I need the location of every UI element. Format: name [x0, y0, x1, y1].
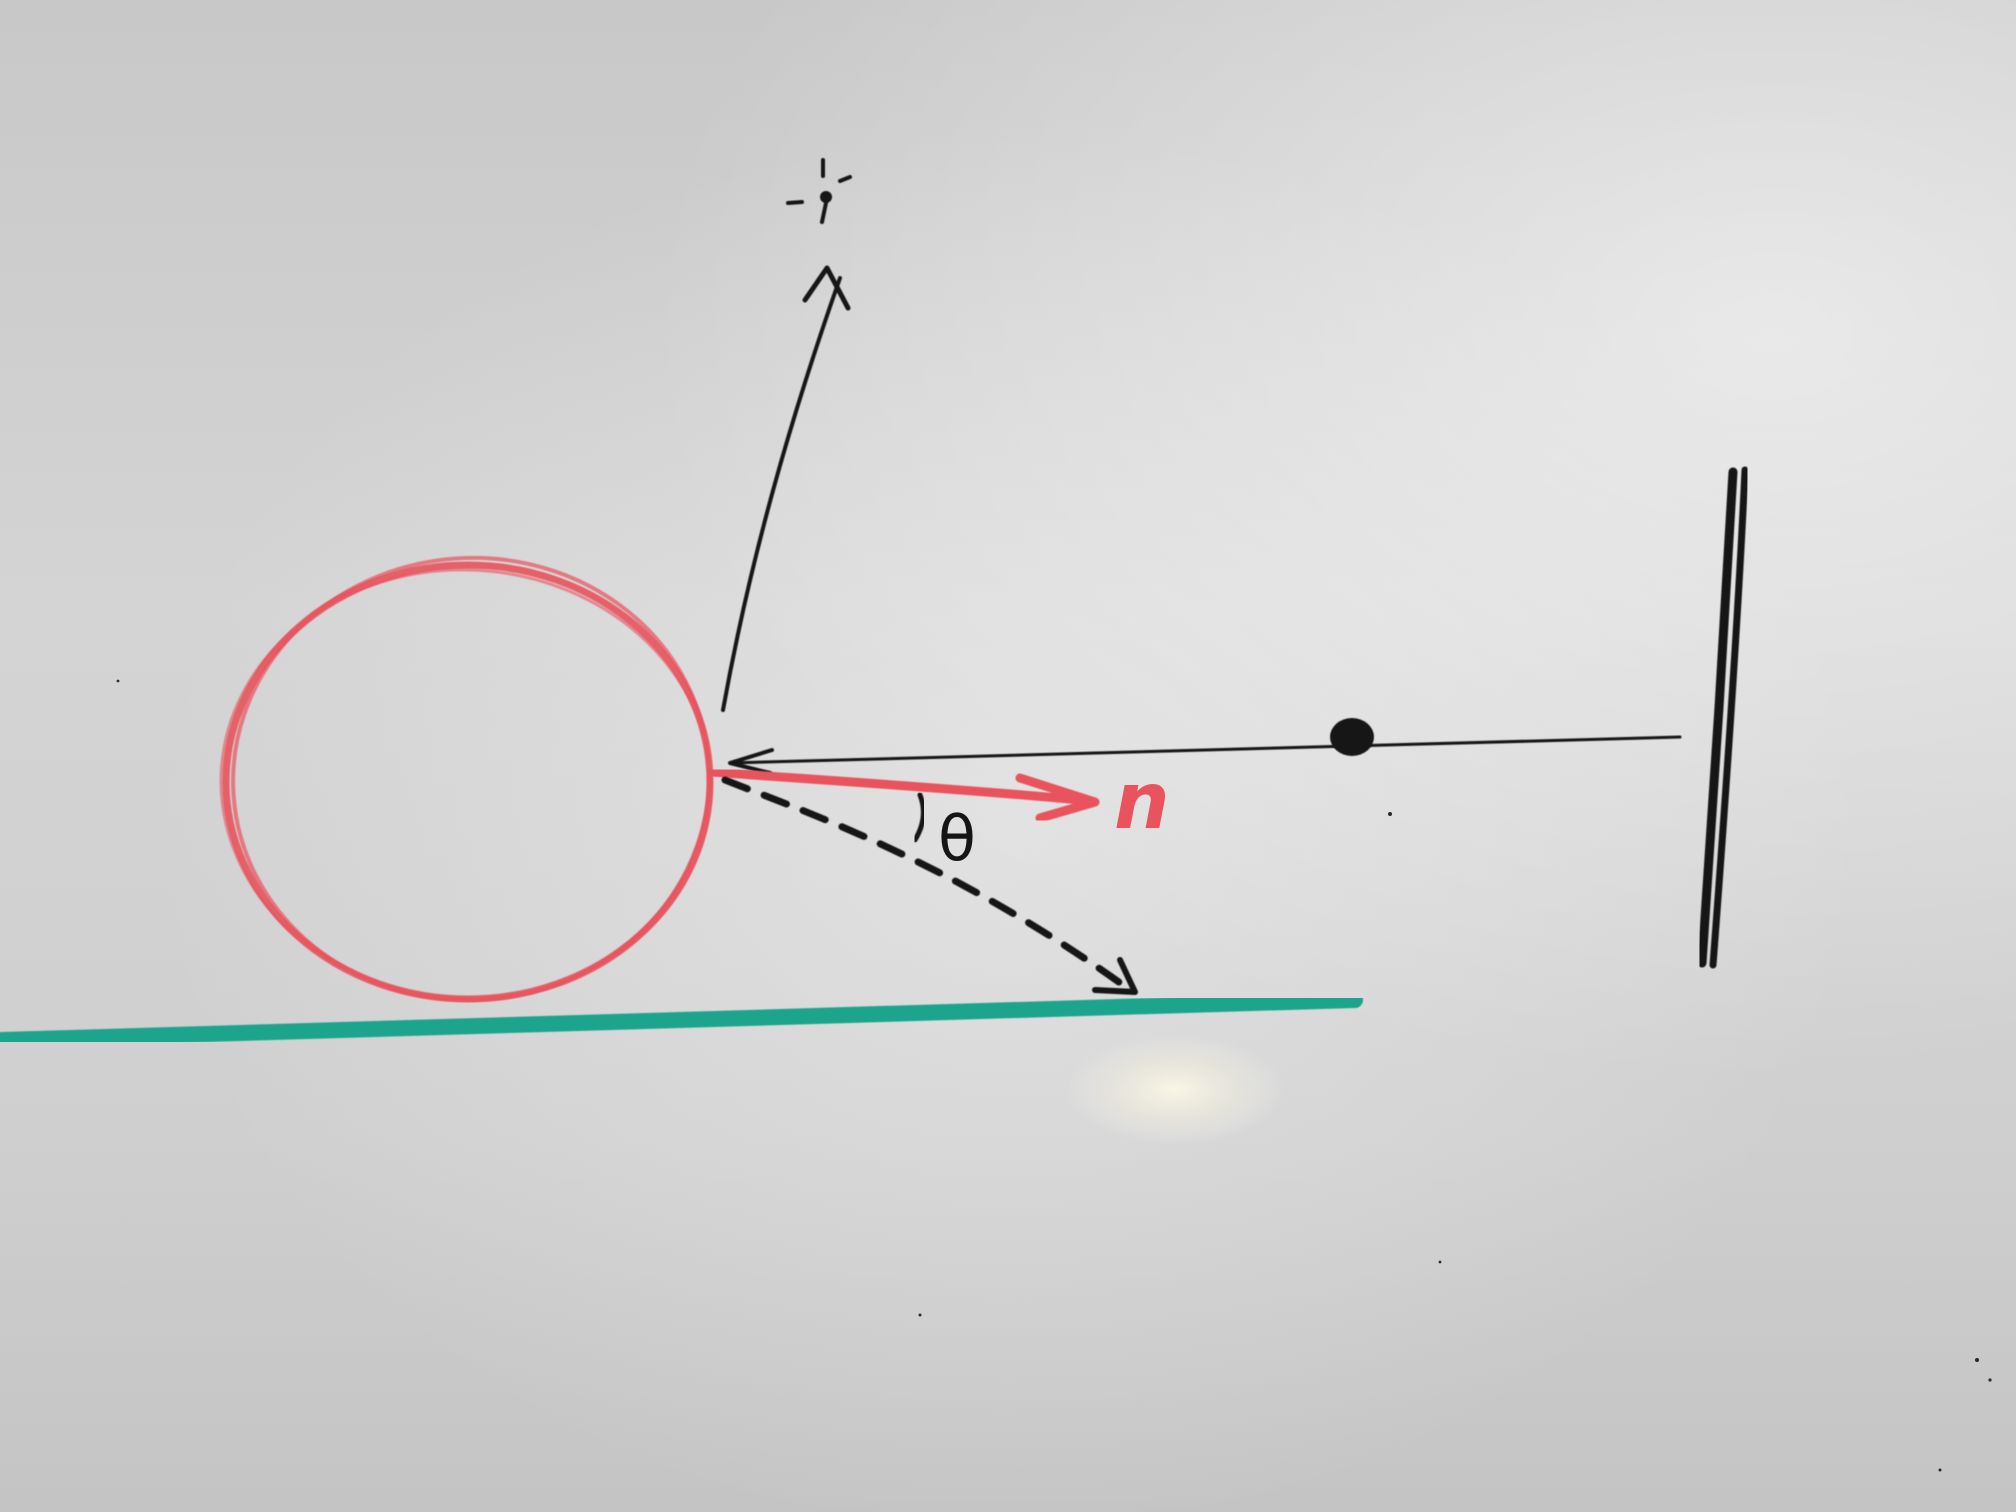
viewer-eye-icon [1330, 718, 1374, 756]
sphere [219, 555, 714, 1003]
light-source-icon [786, 158, 852, 224]
reflection-arrow [721, 776, 1138, 995]
normal-label: n [1114, 757, 1170, 847]
angle-label: θ [938, 802, 976, 875]
angle-arc [912, 792, 926, 843]
board-specks [116, 679, 1992, 1472]
view-ray-arrow [728, 735, 1682, 775]
glare-spot [1065, 1035, 1285, 1145]
light-direction-arrow [721, 265, 851, 712]
ground-line [0, 992, 1363, 1048]
normal-arrow [707, 767, 1100, 823]
image-plane [1697, 466, 1749, 969]
